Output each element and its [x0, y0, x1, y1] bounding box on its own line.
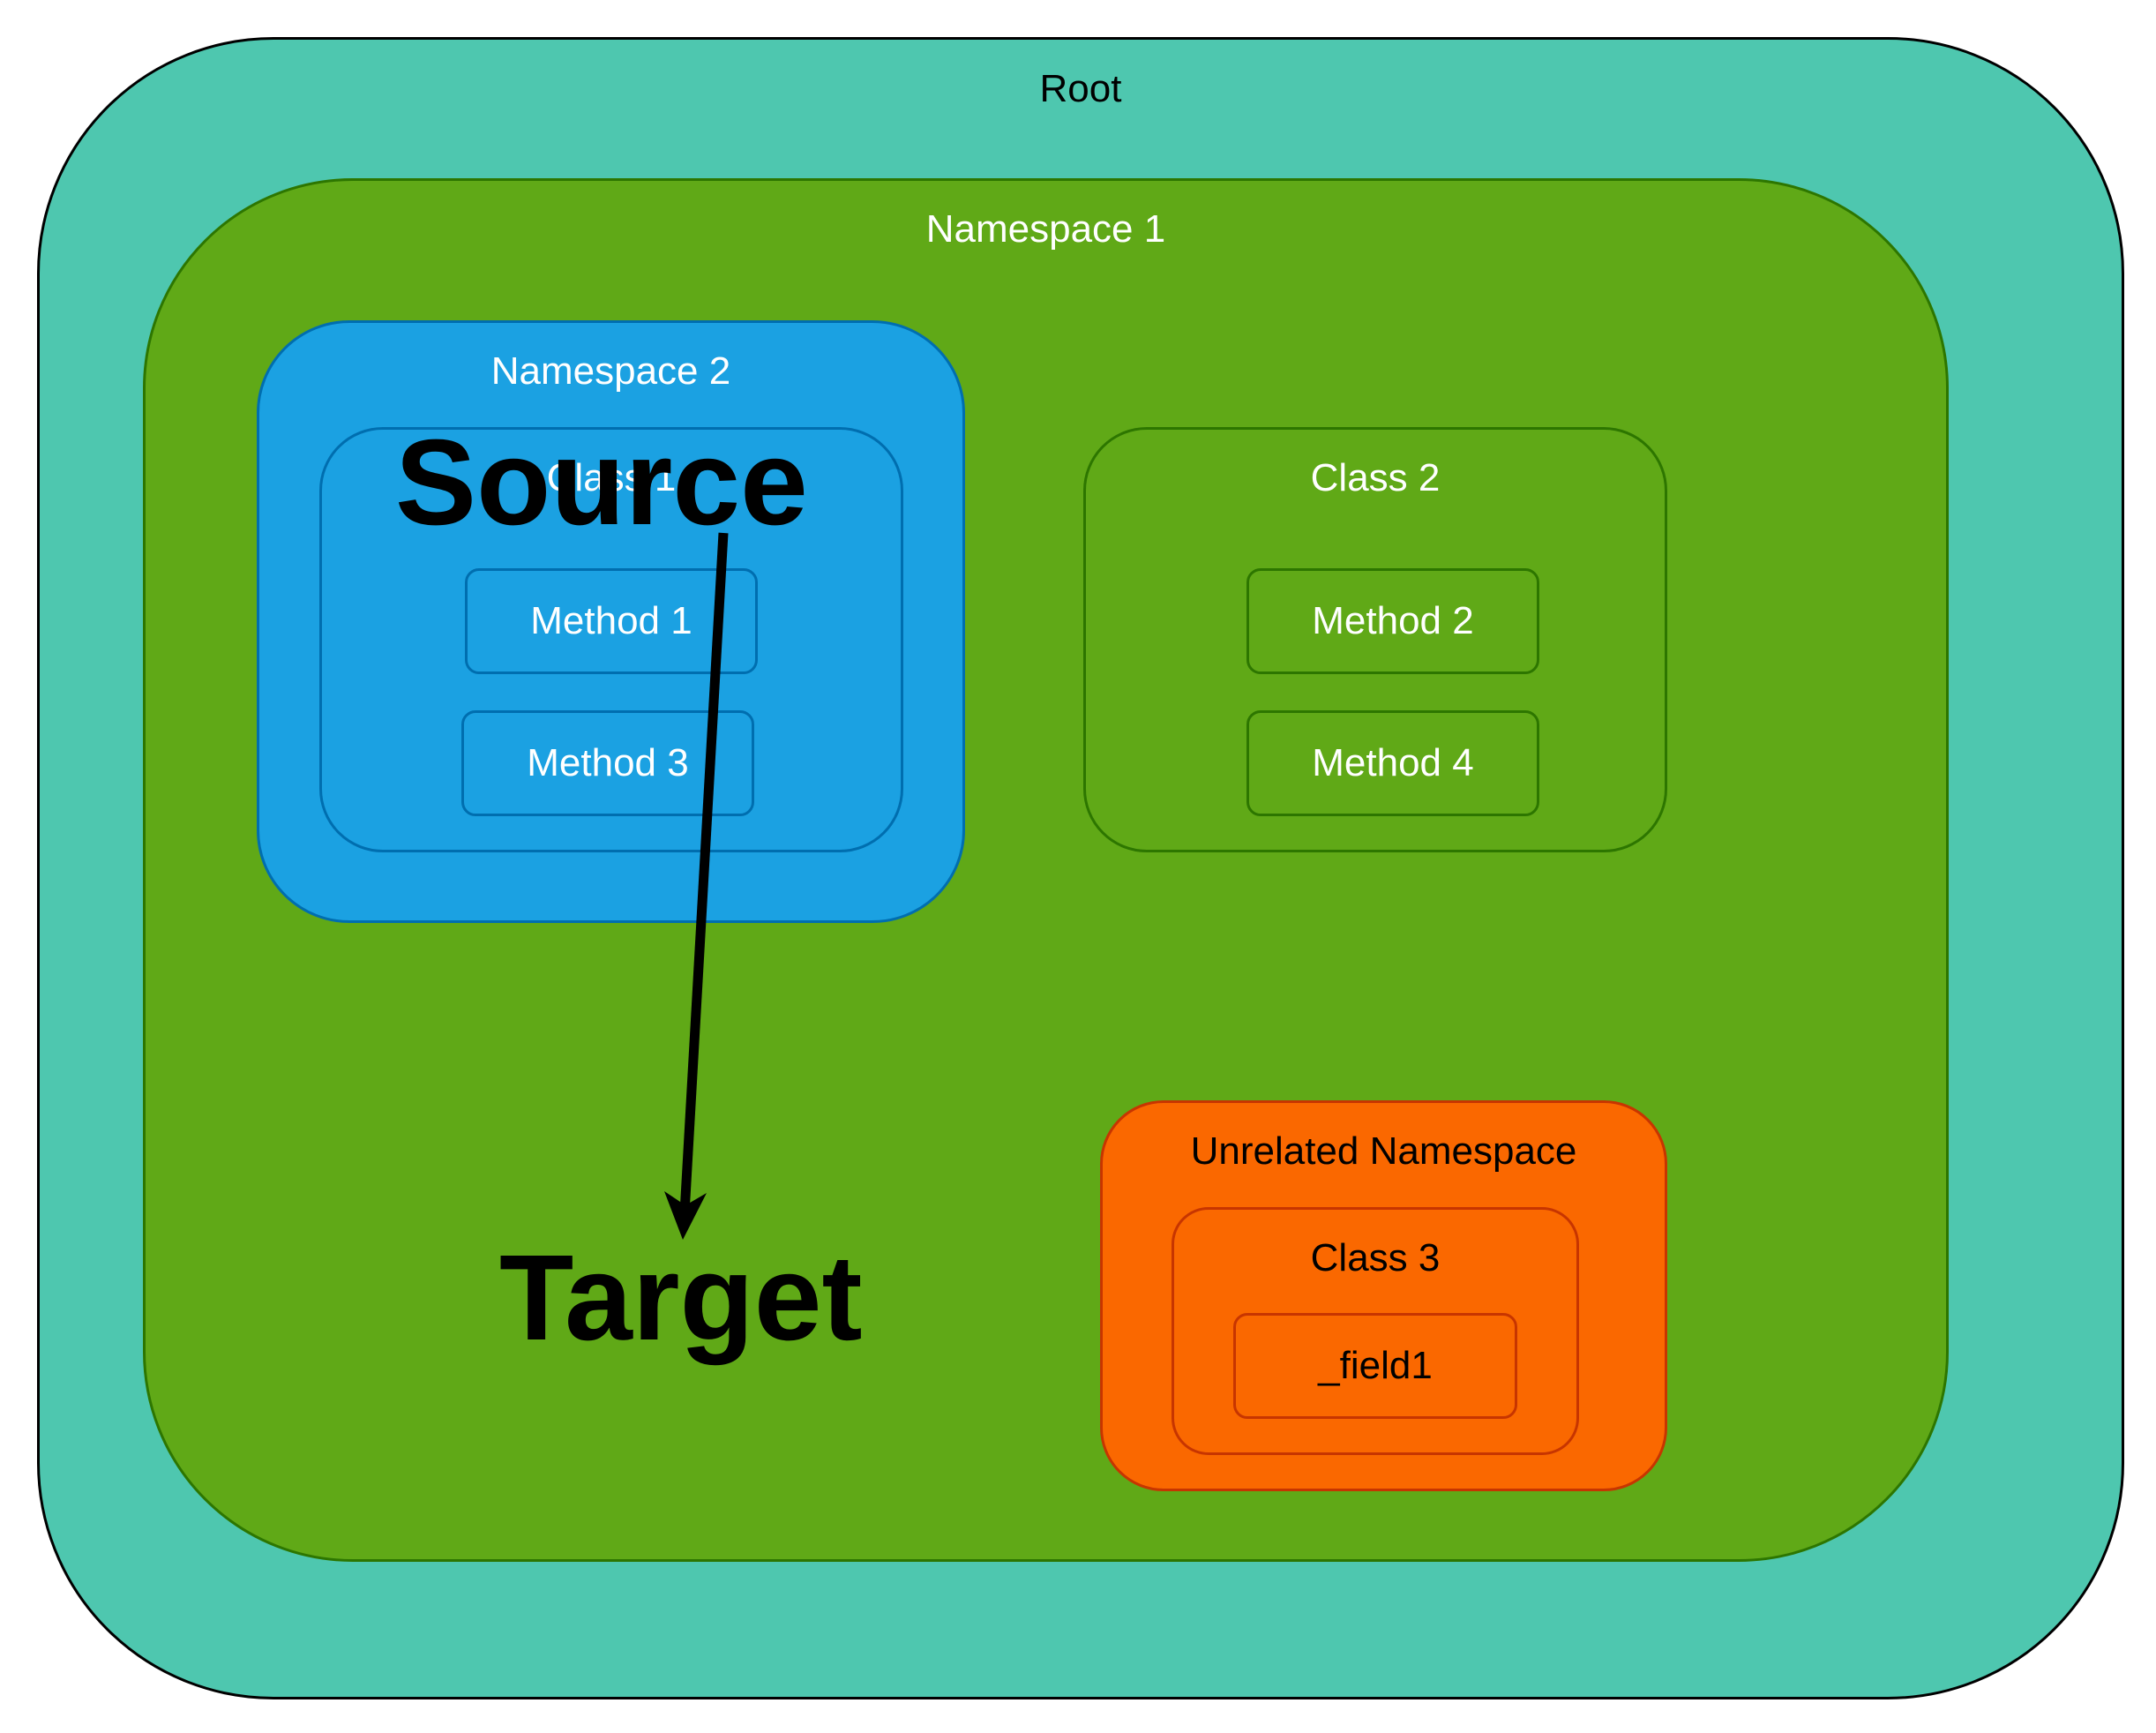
namespace2-label: Namespace 2 [490, 349, 731, 393]
method2-label: Method 2 [1312, 599, 1474, 642]
method1-node: Method 1 [465, 568, 758, 674]
class3-label: Class 3 [1310, 1236, 1441, 1279]
method2-node: Method 2 [1246, 568, 1539, 674]
method1-label: Method 1 [530, 599, 692, 642]
unrelated-namespace-label: Unrelated Namespace [1190, 1129, 1577, 1173]
target-annotation: Target [499, 1230, 863, 1366]
class1-label: Class 1 [546, 456, 677, 499]
class2-label: Class 2 [1310, 456, 1441, 499]
method3-label: Method 3 [527, 741, 689, 784]
method4-label: Method 4 [1312, 741, 1474, 784]
field1-node: _field1 [1233, 1313, 1517, 1419]
method3-node: Method 3 [461, 710, 754, 816]
root-label: Root [1039, 67, 1122, 110]
namespace1-label: Namespace 1 [925, 207, 1166, 251]
method4-node: Method 4 [1246, 710, 1539, 816]
source-annotation: Source [395, 415, 808, 551]
field1-label: _field1 [1318, 1344, 1433, 1387]
